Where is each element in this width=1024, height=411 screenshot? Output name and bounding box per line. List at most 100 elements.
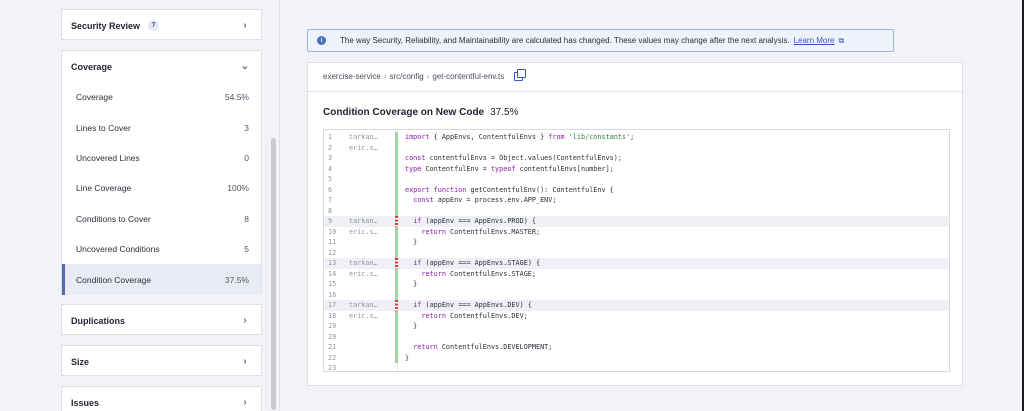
measure-uncovered-conditions[interactable]: Uncovered Conditions 5 — [62, 234, 261, 264]
measure-line-coverage[interactable]: Line Coverage 100% — [62, 173, 261, 203]
covered-marker[interactable] — [395, 132, 398, 143]
scm-author[interactable]: tarkan… — [349, 217, 378, 225]
scm-author[interactable]: eric.s… — [349, 227, 378, 236]
line-number[interactable]: 11 — [328, 238, 337, 246]
measure-conditions-to-cover[interactable]: Conditions to Cover 8 — [62, 204, 261, 234]
partial-coverage-marker[interactable] — [395, 258, 398, 269]
code-line: 11 } — [324, 237, 949, 248]
partial-coverage-marker[interactable] — [395, 216, 398, 227]
covered-marker[interactable] — [395, 237, 398, 248]
covered-marker[interactable] — [395, 205, 398, 216]
line-number[interactable]: 1 — [328, 133, 333, 141]
covered-marker[interactable] — [395, 184, 398, 195]
line-number[interactable]: 18 — [328, 311, 337, 320]
line-number[interactable]: 23 — [328, 364, 337, 372]
code-line: 3 const contentfulEnvs = Object.values(Co… — [324, 153, 949, 164]
measure-label: Coverage — [76, 92, 113, 103]
scm-author[interactable]: tarkan… — [349, 133, 378, 141]
coverage-header[interactable]: Coverage ⌄ — [62, 51, 261, 82]
measure-condition-coverage[interactable]: Condition Coverage 37.5% — [62, 264, 261, 295]
line-number[interactable]: 19 — [328, 322, 337, 330]
code-line: 22} — [324, 352, 949, 363]
code-line: 8 — [324, 205, 949, 216]
covered-marker[interactable] — [395, 142, 398, 153]
code-line: 5 — [324, 174, 949, 185]
breadcrumb-dir[interactable]: src/config — [389, 72, 424, 81]
line-number[interactable]: 8 — [328, 206, 333, 215]
measure-value: 8 — [244, 213, 249, 224]
code-line: 16 — [324, 289, 949, 300]
line-number[interactable]: 22 — [328, 353, 337, 362]
copy-icon[interactable] — [514, 69, 527, 81]
line-number[interactable]: 2 — [328, 143, 333, 152]
coverage-title-value: 37.5% — [490, 107, 519, 118]
breadcrumb-file: get-contentful-env.ts — [432, 72, 505, 81]
measure-label: Uncovered Lines — [76, 152, 140, 163]
chevron-right-icon: › — [243, 397, 247, 408]
covered-marker[interactable] — [395, 174, 398, 185]
scm-author[interactable]: eric.s… — [349, 143, 378, 152]
external-link-icon[interactable]: ⧉ — [838, 35, 845, 45]
line-number[interactable]: 21 — [328, 343, 337, 351]
covered-marker[interactable] — [395, 268, 398, 279]
line-number[interactable]: 12 — [328, 248, 337, 257]
covered-marker[interactable] — [395, 153, 398, 164]
sidebar-scrollbar[interactable] — [271, 138, 276, 410]
duplications-card[interactable]: Duplications › — [61, 304, 262, 335]
issues-card[interactable]: Issues › — [61, 386, 262, 411]
code-text: } — [405, 280, 418, 288]
code-line: 12 — [324, 247, 949, 258]
covered-marker[interactable] — [395, 352, 398, 363]
measure-label: Conditions to Cover — [76, 213, 151, 224]
line-number[interactable]: 6 — [328, 185, 333, 194]
code-line: 19 } — [324, 321, 949, 332]
chevron-down-icon: ⌄ — [240, 61, 250, 72]
code-text: import { AppEnvs, ContentfulEnvs } from … — [405, 133, 635, 141]
covered-marker[interactable] — [395, 279, 398, 290]
code-text: const contentfulEnvs = Object.values(Con… — [405, 154, 622, 162]
line-number[interactable]: 13 — [328, 259, 337, 267]
line-number[interactable]: 7 — [328, 196, 333, 204]
measure-lines-to-cover[interactable]: Lines to Cover 3 — [62, 112, 261, 142]
code-text: return ContentfulEnvs.DEVELOPMENT; — [413, 343, 553, 351]
partial-coverage-marker[interactable] — [395, 300, 398, 311]
line-number[interactable]: 10 — [328, 227, 337, 236]
scm-author[interactable]: eric.s… — [349, 269, 378, 278]
measure-coverage[interactable]: Coverage 54.5% — [62, 82, 261, 112]
learn-more-link[interactable]: Learn More — [793, 36, 835, 45]
line-number[interactable]: 9 — [328, 217, 333, 225]
help-icon[interactable]: ? — [148, 20, 160, 31]
line-number[interactable]: 15 — [328, 280, 337, 288]
line-number[interactable]: 16 — [328, 290, 337, 299]
covered-marker[interactable] — [395, 195, 398, 206]
security-review-label: Security Review — [71, 20, 141, 31]
measure-value: 37.5% — [224, 274, 249, 285]
covered-marker[interactable] — [395, 310, 398, 321]
covered-marker[interactable] — [395, 163, 398, 174]
scm-author[interactable]: tarkan… — [349, 301, 378, 309]
security-review-card[interactable]: Security Review ? › — [61, 9, 262, 40]
covered-marker[interactable] — [395, 321, 398, 332]
covered-marker[interactable] — [395, 331, 398, 342]
line-number[interactable]: 5 — [328, 175, 333, 183]
code-line: 7 const appEnv = process.env.APP_ENV; — [324, 195, 949, 206]
code-text: const appEnv = process.env.APP_ENV; — [413, 196, 557, 204]
size-card[interactable]: Size › — [61, 345, 262, 376]
covered-marker[interactable] — [395, 289, 398, 300]
scm-author[interactable]: eric.s… — [349, 311, 378, 320]
measure-uncovered-lines[interactable]: Uncovered Lines 0 — [62, 143, 261, 173]
line-number[interactable]: 17 — [328, 301, 337, 309]
measures-sidebar: Security Review ? › Coverage ⌄ Coverage … — [0, 0, 280, 411]
covered-marker[interactable] — [395, 342, 398, 353]
breadcrumb-project[interactable]: exercise-service — [323, 72, 381, 81]
scm-author[interactable]: tarkan… — [349, 259, 378, 267]
covered-marker[interactable] — [395, 226, 398, 237]
line-number[interactable]: 20 — [328, 332, 337, 341]
covered-marker[interactable] — [395, 247, 398, 258]
line-number[interactable]: 4 — [328, 164, 333, 173]
code-line: 1 tarkan… import { AppEnvs, ContentfulEnvs… — [324, 132, 949, 143]
line-number[interactable]: 14 — [328, 269, 337, 278]
line-number[interactable]: 3 — [328, 154, 333, 162]
